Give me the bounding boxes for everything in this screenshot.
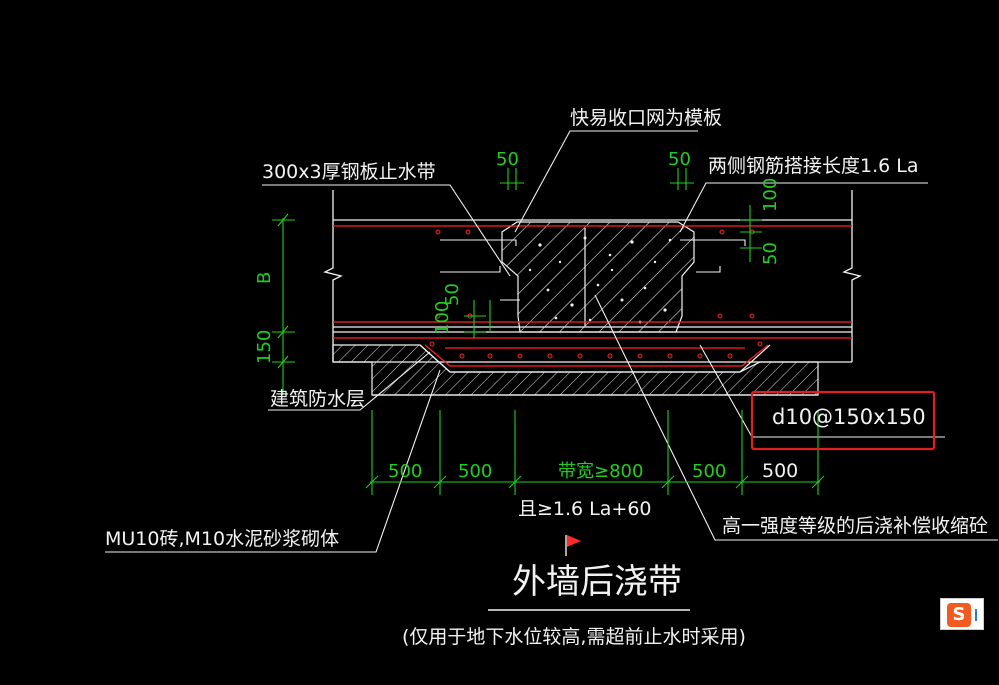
ime-edge-icon <box>975 609 987 621</box>
dim-mid-100: 100 <box>432 301 453 335</box>
leader-lines <box>105 130 998 553</box>
dim-bottom-500-3: 500 <box>692 461 726 482</box>
dim-150: 150 <box>254 330 275 364</box>
post-cast-core <box>501 221 695 333</box>
label-waterstop: 300x3厚钢板止水带 <box>262 161 436 183</box>
rebar-lines <box>333 225 852 367</box>
label-masonry: MU10砖,M10水泥砂浆砌体 <box>105 528 339 550</box>
flag-marker <box>565 535 581 556</box>
dim-right-100: 100 <box>760 178 781 212</box>
dim-bottom-500-4: 500 <box>762 460 798 482</box>
dim-mid-50: 50 <box>442 283 463 306</box>
label-rebar-mesh: d10@150x150 <box>772 405 926 429</box>
drawing-title: 外墙后浇带 <box>512 562 682 602</box>
dim-bottom-500-1: 500 <box>388 461 422 482</box>
sogou-logo-icon: S <box>947 603 971 627</box>
dim-top-right-50: 50 <box>668 149 691 170</box>
highlight-box <box>750 390 936 451</box>
sogou-input-icon[interactable]: S <box>940 598 984 630</box>
dim-right-50: 50 <box>760 242 781 265</box>
label-waterproof-layer: 建筑防水层 <box>270 388 365 410</box>
dim-top-left-50: 50 <box>496 149 519 170</box>
dim-band-width: 带宽≥800 <box>558 461 643 482</box>
dim-bottom-500-2: 500 <box>458 461 492 482</box>
lap-bars <box>440 239 746 301</box>
label-lap-length: 两侧钢筋搭接长度1.6 La <box>708 155 919 177</box>
drawing-subtitle: (仅用于地下水位较高,需超前止水时采用) <box>402 626 746 648</box>
rebar-dots <box>429 229 763 359</box>
dim-band-condition: 且≥1.6 La+60 <box>518 498 652 520</box>
masonry-trough <box>332 344 819 396</box>
label-formwork: 快易收口网为模板 <box>570 107 722 129</box>
label-post-cast-concrete: 高一强度等级的后浇补偿收缩砼 <box>722 515 988 537</box>
dim-B: B <box>254 272 275 284</box>
dimension-lines <box>272 168 825 495</box>
